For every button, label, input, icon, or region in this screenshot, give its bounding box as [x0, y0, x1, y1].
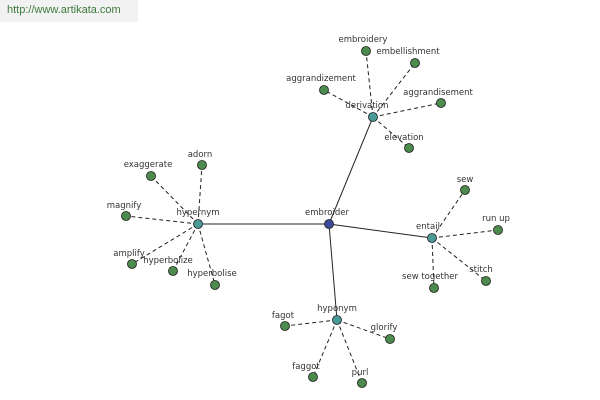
edge-hypernym-hyperbolise: [197, 223, 216, 286]
edge-derivation-embellishment: [372, 62, 416, 118]
category-node-hyponym[interactable]: [332, 315, 342, 325]
leaf-label-run-up: run up: [482, 214, 510, 224]
category-label-hypernym: hypernym: [176, 208, 219, 218]
leaf-label-hyperbolise: hyperbolise: [187, 269, 237, 279]
leaf-node-adorn[interactable]: [197, 160, 207, 170]
edge-entail-run-up: [431, 229, 499, 239]
leaf-label-embellishment: embellishment: [376, 47, 440, 57]
edge-root-derivation: [328, 116, 374, 225]
category-node-derivation[interactable]: [368, 112, 378, 122]
leaf-node-sew[interactable]: [460, 185, 470, 195]
edge-hyponym-glorify: [336, 319, 391, 340]
leaf-node-glorify[interactable]: [385, 334, 395, 344]
leaf-label-aggrandizement: aggrandizement: [286, 74, 356, 84]
edge-entail-stitch: [431, 237, 487, 282]
leaf-label-sew-together: sew together: [402, 272, 458, 282]
leaf-node-fagot[interactable]: [280, 321, 290, 331]
labels-layer: embroidery embellishment aggrandizement agg…: [107, 35, 510, 378]
root-label: embroider: [305, 208, 349, 218]
leaf-node-elevation[interactable]: [404, 143, 414, 153]
leaf-node-hyperbolise[interactable]: [210, 280, 220, 290]
category-label-hyponym: hyponym: [317, 304, 357, 314]
edge-hyponym-purl: [336, 319, 363, 384]
edge-hypernym-magnify: [125, 215, 199, 225]
edge-derivation-aggrandizement: [323, 89, 374, 118]
leaf-label-adorn: adorn: [188, 150, 213, 160]
leaf-node-aggrandizement[interactable]: [319, 85, 329, 95]
leaf-node-amplify[interactable]: [127, 259, 137, 269]
edge-hypernym-amplify: [131, 223, 199, 265]
leaf-node-aggrandisement[interactable]: [436, 98, 446, 108]
leaf-label-purl: purl: [352, 368, 369, 378]
leaf-node-faggot[interactable]: [308, 372, 318, 382]
leaf-label-elevation: elevation: [384, 133, 423, 143]
leaf-label-amplify: amplify: [113, 249, 144, 259]
edge-hyponym-fagot: [284, 319, 338, 327]
leaf-node-run-up[interactable]: [493, 225, 503, 235]
leaf-label-exaggerate: exaggerate: [124, 160, 173, 170]
leaf-label-magnify: magnify: [107, 201, 142, 211]
root-node[interactable]: [324, 219, 334, 229]
url-banner: http://www.artikata.com: [0, 0, 138, 22]
leaf-label-stitch: stitch: [469, 265, 493, 275]
edge-entail-sew: [431, 189, 466, 239]
leaf-node-embellishment[interactable]: [410, 58, 420, 68]
leaf-label-faggot: faggot: [292, 362, 320, 372]
nodes-layer: [121, 46, 503, 388]
leaf-node-hyperbolize[interactable]: [168, 266, 178, 276]
edges-layer: [125, 50, 499, 384]
leaf-label-fagot: fagot: [272, 311, 295, 321]
leaf-label-aggrandisement: aggrandisement: [403, 88, 473, 98]
url-link[interactable]: http://www.artikata.com: [7, 4, 121, 16]
category-label-entail: entail: [416, 222, 440, 232]
edge-derivation-elevation: [372, 116, 410, 149]
leaf-node-embroidery[interactable]: [361, 46, 371, 56]
leaf-label-glorify: glorify: [371, 323, 398, 333]
edge-root-entail: [328, 223, 433, 239]
leaf-label-sew: sew: [457, 175, 474, 185]
leaf-node-purl[interactable]: [357, 378, 367, 388]
edge-hypernym-hyperbolize: [172, 223, 199, 272]
edge-root-hyponym: [328, 223, 338, 321]
edge-hyponym-faggot: [312, 319, 338, 378]
edge-hypernym-adorn: [197, 164, 203, 225]
category-node-entail[interactable]: [427, 233, 437, 243]
leaf-label-hyperbolize: hyperbolize: [143, 256, 193, 266]
category-node-hypernym[interactable]: [193, 219, 203, 229]
leaf-node-stitch[interactable]: [481, 276, 491, 286]
edge-derivation-aggrandisement: [372, 102, 442, 118]
category-label-derivation: derivation: [345, 101, 388, 111]
leaf-node-magnify[interactable]: [121, 211, 131, 221]
leaf-label-embroidery: embroidery: [339, 35, 388, 45]
leaf-node-sew-together[interactable]: [429, 283, 439, 293]
edge-entail-sew-together: [431, 237, 435, 289]
leaf-node-exaggerate[interactable]: [146, 171, 156, 181]
